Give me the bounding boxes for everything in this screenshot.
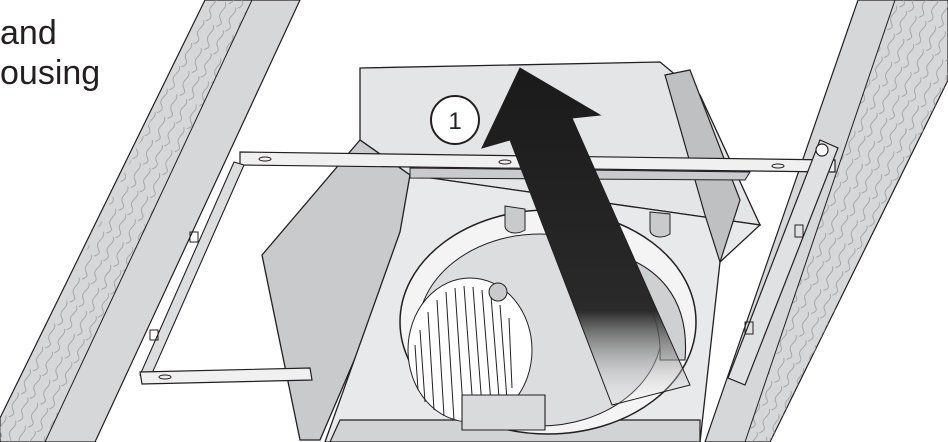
hanger-bar-lower [139,367,313,385]
left-joist [0,0,301,442]
caption-line-1: and [0,14,57,52]
step-number-text: 1 [448,108,461,135]
step-number-badge: 1 [430,95,480,145]
blower-wheel-icon [407,277,533,423]
front-tab-right [649,211,671,238]
bottom-tab [461,394,546,431]
caption-line-2: ousing [0,54,101,92]
front-tab-left [504,205,526,234]
upward-arrow-icon [481,67,691,406]
right-bracket [727,139,839,386]
wood-grain-icon-right [745,0,948,442]
wood-grain-icon [0,0,252,442]
